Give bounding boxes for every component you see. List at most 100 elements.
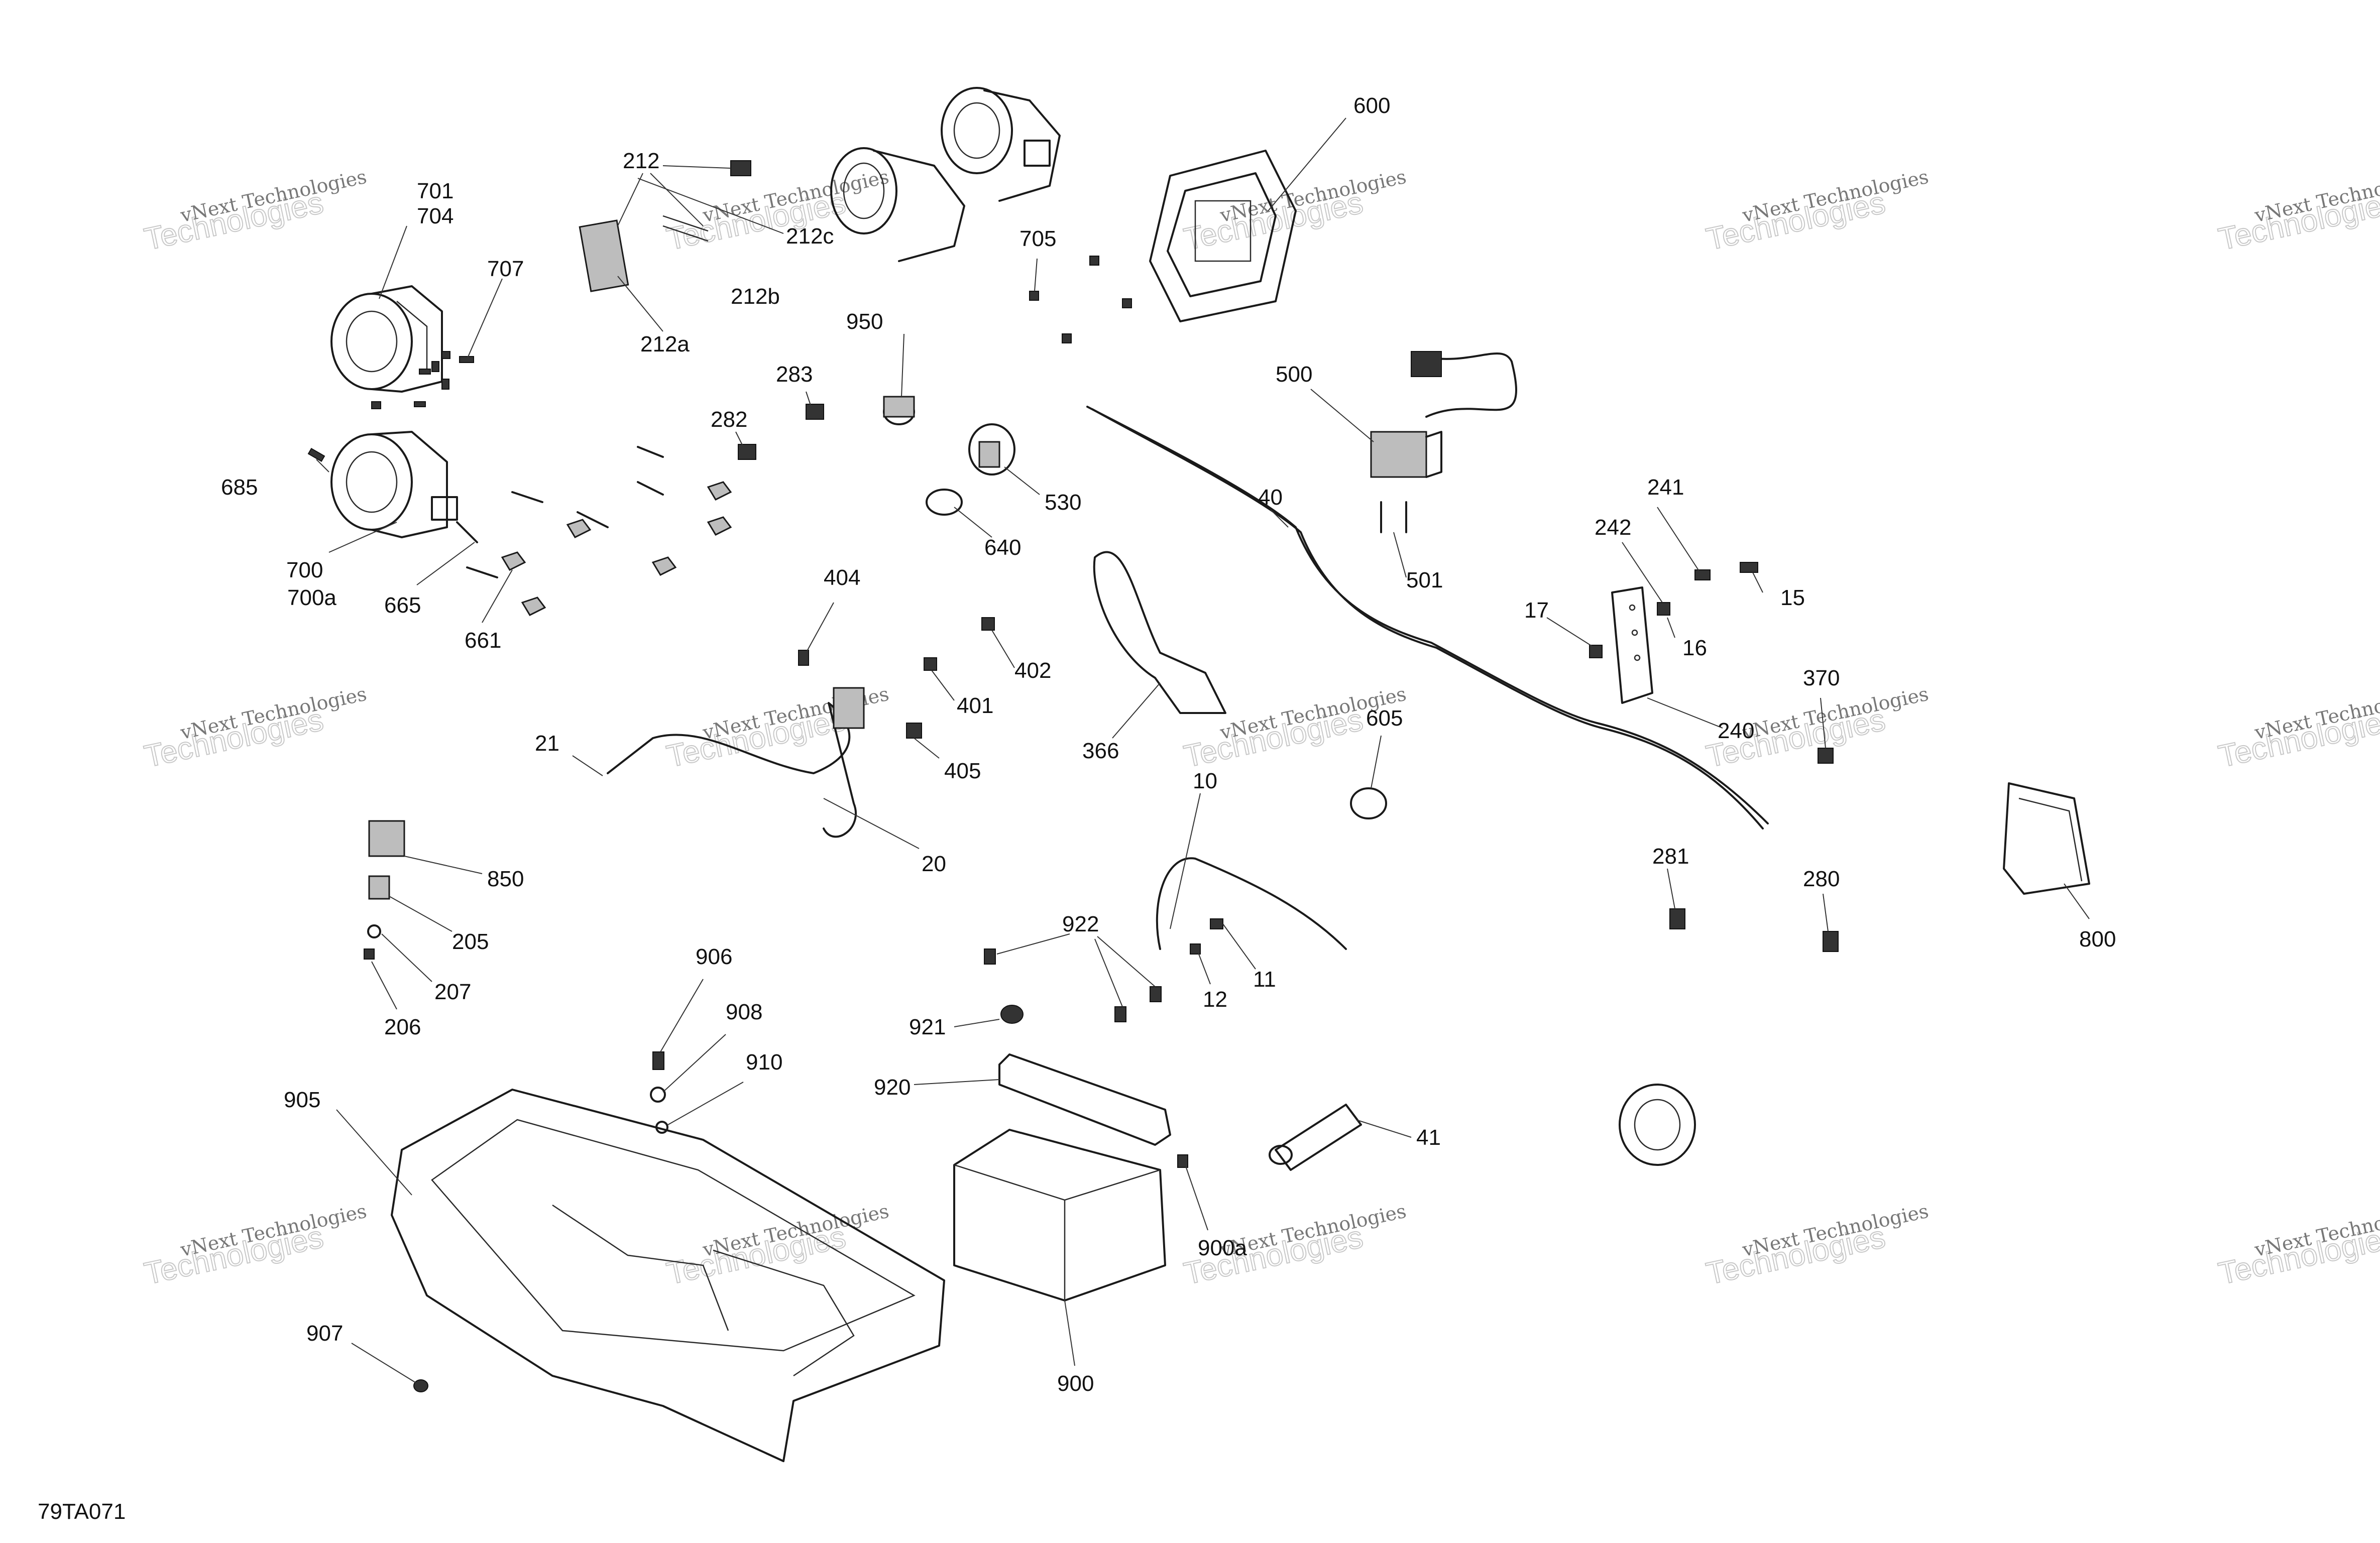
- switch-640: [926, 489, 963, 516]
- connector-850: [368, 820, 405, 857]
- watermark: Technologies vNext Technologies: [141, 1200, 369, 1292]
- screw-900a: [1177, 1154, 1188, 1168]
- callout-label: 10: [1193, 769, 1217, 793]
- watermark: Technologies vNext Technologies: [1703, 166, 1931, 258]
- watermark-layer: Technologies vNext Technologies Technolo…: [141, 166, 2380, 1292]
- callout-label: 20: [922, 852, 946, 876]
- callout-label: 920: [874, 1075, 911, 1100]
- callout-label: 283: [776, 362, 813, 387]
- callout-label: 366: [1082, 739, 1119, 763]
- grommet-605: [1350, 787, 1387, 819]
- callout-label: 280: [1803, 867, 1840, 891]
- nut-405: [906, 723, 922, 739]
- callout-label: 906: [696, 944, 732, 969]
- pins-665-661: [466, 446, 732, 616]
- nut-921: [1000, 1005, 1024, 1024]
- clip-280: [1823, 931, 1839, 952]
- headlight-assembly-upper: [330, 285, 450, 409]
- switch-530: [968, 423, 1015, 476]
- callout-label: 206: [384, 1015, 421, 1039]
- washer-908: [650, 1087, 666, 1103]
- module-800: [2003, 782, 2090, 895]
- bolt-922: [984, 948, 996, 965]
- watermark: Technologies vNext Technologies: [2215, 166, 2380, 258]
- nut-401: [924, 657, 937, 671]
- callout-label: 404: [824, 565, 860, 590]
- callout-label: 640: [984, 535, 1021, 560]
- watermark: Technologies vNext Technologies: [1703, 1200, 1931, 1292]
- callout-label: 240: [1718, 719, 1754, 743]
- headlight-assembly-lower: [330, 431, 478, 543]
- cable-10: [1156, 857, 1347, 950]
- watermark: Technologies vNext Technologies: [2215, 1200, 2380, 1292]
- fog-light: [1619, 1084, 1696, 1166]
- screws-707: [414, 356, 474, 407]
- callout-label: 401: [957, 693, 993, 718]
- callout-label: 665: [384, 593, 421, 618]
- bolt-906: [652, 1051, 664, 1070]
- callout-label: 40: [1258, 485, 1283, 510]
- clip-281: [1669, 908, 1685, 929]
- callout-label: 402: [1014, 658, 1051, 683]
- headlight-pair-top: [830, 87, 1061, 262]
- watermark: Technologies vNext Technologies: [2215, 683, 2380, 775]
- callout-label: 370: [1803, 666, 1840, 690]
- callout-label: 907: [306, 1321, 343, 1346]
- washer-12: [1190, 943, 1201, 955]
- screw-206: [364, 948, 375, 960]
- callout-label: 900: [1057, 1371, 1094, 1396]
- callout-label: 15: [1780, 585, 1805, 610]
- washer-207: [367, 924, 381, 938]
- clip-283: [806, 404, 824, 420]
- callout-label: 701: [417, 179, 454, 203]
- bracket-240: [1589, 562, 1758, 704]
- cable-41: [1269, 1104, 1362, 1171]
- callout-label: 281: [1652, 844, 1689, 869]
- callout-label: 205: [452, 929, 489, 954]
- callout-label: 850: [487, 867, 524, 891]
- watermark: Technologies vNext Technologies: [141, 683, 369, 775]
- callout-label: 685: [221, 475, 258, 500]
- power-socket-950: [883, 396, 915, 425]
- screw-685: [307, 447, 325, 462]
- callout-label: 707: [487, 257, 524, 281]
- callout-label: 207: [434, 980, 471, 1004]
- callout-label: 12: [1203, 987, 1227, 1012]
- watermark: Technologies vNext Technologies: [663, 1200, 891, 1292]
- callout-label: 605: [1366, 706, 1403, 731]
- clip-205: [368, 875, 390, 900]
- battery-strap-920: [998, 1053, 1171, 1146]
- diagram-reference-code: 79TA071: [38, 1499, 126, 1524]
- watermark: Technologies vNext Technologies: [141, 166, 369, 258]
- callout-label: 900a: [1198, 1236, 1247, 1260]
- callout-label: 908: [726, 1000, 762, 1024]
- callout-label: 600: [1353, 93, 1390, 118]
- callout-label: 212b: [731, 284, 780, 309]
- duct-366: [1093, 551, 1226, 714]
- nut-907: [413, 1379, 428, 1392]
- bolt-922: [1150, 986, 1162, 1002]
- callout-label: 700: [286, 558, 323, 582]
- callout-label: 700a: [287, 585, 336, 610]
- clip-282: [738, 444, 756, 460]
- callout-label: 41: [1416, 1125, 1441, 1150]
- callout-label: 501: [1406, 568, 1443, 592]
- callout-label: 17: [1524, 598, 1549, 623]
- callout-label: 910: [746, 1050, 782, 1075]
- callout-label: 405: [944, 759, 981, 783]
- battery-900: [953, 1129, 1166, 1301]
- watermark: Technologies vNext Technologies: [663, 166, 891, 258]
- callout-label: 705: [1019, 226, 1056, 251]
- callout-label: 950: [846, 309, 883, 334]
- callout-label: 21: [535, 731, 559, 756]
- clip-370: [1818, 748, 1834, 764]
- callout-label: 212a: [640, 332, 690, 357]
- callout-label: 922: [1062, 912, 1099, 936]
- callout-label: 212: [623, 149, 659, 173]
- nut-402: [981, 617, 995, 631]
- callout-label: 661: [465, 628, 501, 653]
- callout-label: 16: [1682, 636, 1707, 660]
- callout-label: 241: [1647, 475, 1684, 500]
- tray-905: [391, 1089, 945, 1462]
- callout-label: 905: [284, 1088, 320, 1112]
